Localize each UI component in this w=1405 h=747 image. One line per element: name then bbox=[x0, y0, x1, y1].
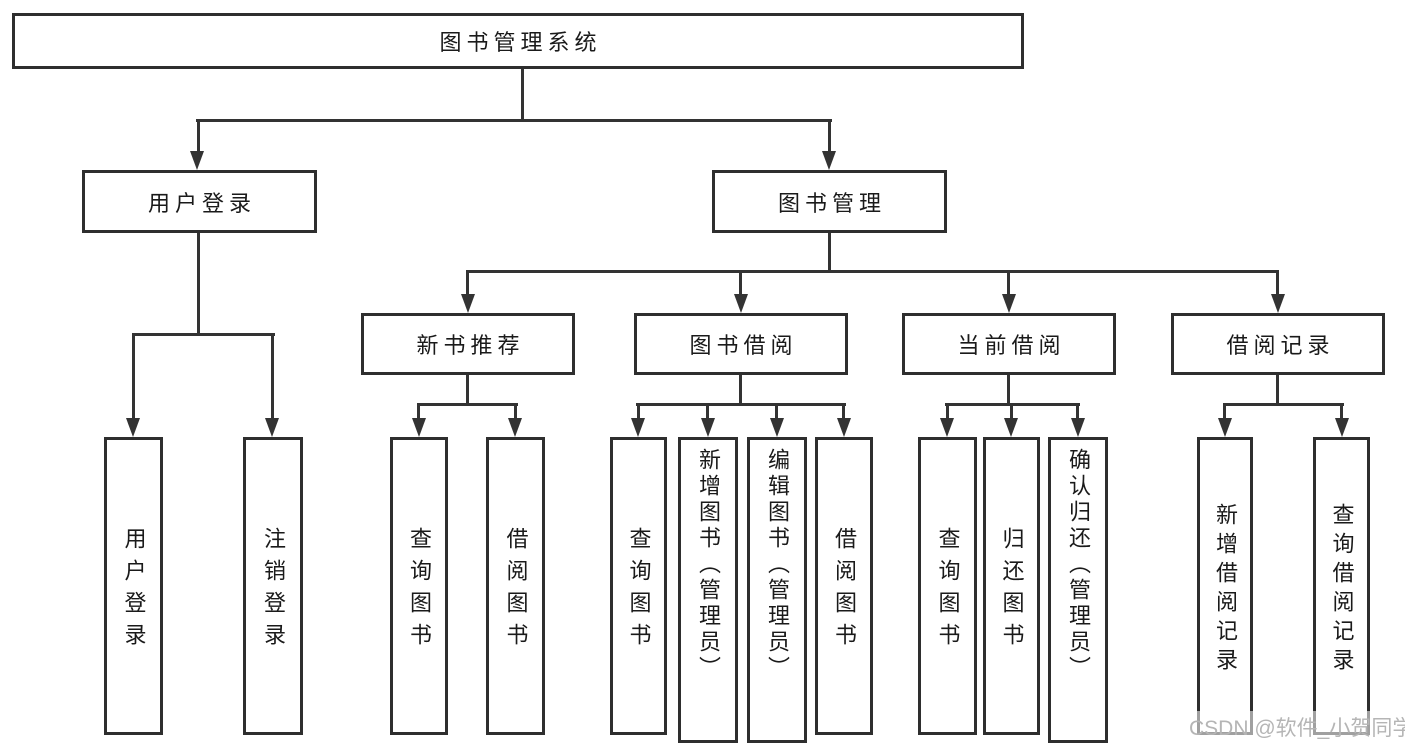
leaf-borrow-books-recommend: 借阅图书 bbox=[486, 437, 545, 735]
connector-borrow-records-stem bbox=[1276, 375, 1279, 406]
connector-drop-leaf-user-login bbox=[132, 333, 135, 419]
arrowhead-book-borrow bbox=[734, 294, 748, 313]
leaf-user-login-label: 用户登录 bbox=[121, 527, 147, 655]
leaf-return-books: 归还图书 bbox=[983, 437, 1040, 735]
node-borrowing-records: 借阅记录 bbox=[1171, 313, 1385, 375]
arrowhead-leaf-logout bbox=[265, 418, 279, 437]
node-book-management: 图书管理 bbox=[712, 170, 947, 233]
leaf-query-borrow-record: 查询借阅记录 bbox=[1313, 437, 1370, 735]
leaf-query-books-recommend: 查询图书 bbox=[390, 437, 448, 735]
csdn-watermark: CSDN @软件_小贺同学 bbox=[1185, 711, 1405, 743]
arrowhead-user-login bbox=[190, 151, 204, 170]
connector-root-stem bbox=[521, 66, 524, 122]
connector-level3-rail bbox=[466, 270, 1279, 273]
connector-user-login-stem bbox=[197, 233, 200, 336]
connector-current-borrow-stem bbox=[1007, 375, 1010, 406]
leaf-query-books-borrowing-label: 查询图书 bbox=[626, 527, 652, 655]
node-user-login: 用户登录 bbox=[82, 170, 317, 233]
leaf-query-borrow-record-label: 查询借阅记录 bbox=[1329, 502, 1355, 677]
leaf-add-books-admin-label: 新增图书（管理员） bbox=[696, 448, 721, 682]
connector-drop-borrow-books-b bbox=[514, 403, 517, 420]
leaf-query-books-borrowing: 查询图书 bbox=[610, 437, 667, 735]
connector-drop-return-books bbox=[1010, 403, 1013, 420]
connector-drop-query-books-d bbox=[946, 403, 949, 420]
arrowhead-new-book bbox=[461, 294, 475, 313]
leaf-add-borrow-record: 新增借阅记录 bbox=[1197, 437, 1253, 735]
connector-user-login-rail bbox=[132, 333, 275, 336]
leaf-return-books-label: 归还图书 bbox=[999, 527, 1025, 655]
arrowhead-query-books-c bbox=[631, 418, 645, 437]
arrowhead-current-borrow bbox=[1002, 294, 1016, 313]
connector-drop-add-record bbox=[1223, 403, 1226, 420]
arrowhead-query-record bbox=[1335, 418, 1349, 437]
arrowhead-borrow-books-b bbox=[508, 418, 522, 437]
leaf-confirm-return-admin: 确认归还（管理员） bbox=[1048, 437, 1108, 743]
connector-drop-query-books-c bbox=[637, 403, 640, 420]
connector-borrow-records-rail bbox=[1223, 403, 1344, 406]
leaf-edit-books-admin: 编辑图书（管理员） bbox=[747, 437, 807, 743]
connector-level2-rail bbox=[196, 119, 832, 122]
node-book-borrowing: 图书借阅 bbox=[634, 313, 848, 375]
connector-book-borrow-rail bbox=[636, 403, 846, 406]
connector-drop-user-login bbox=[197, 119, 200, 153]
leaf-add-books-admin: 新增图书（管理员） bbox=[678, 437, 738, 743]
connector-drop-book-management bbox=[828, 119, 831, 153]
connector-drop-query-books-b bbox=[417, 403, 420, 420]
arrowhead-add-books bbox=[701, 418, 715, 437]
leaf-borrow-books-borrowing-label: 借阅图书 bbox=[832, 527, 857, 655]
arrowhead-confirm-return bbox=[1071, 418, 1085, 437]
leaf-edit-books-admin-label: 编辑图书（管理员） bbox=[765, 448, 790, 682]
leaf-borrow-books-borrowing: 借阅图书 bbox=[815, 437, 873, 735]
arrowhead-borrow-records bbox=[1271, 294, 1285, 313]
arrowhead-leaf-user-login bbox=[126, 418, 140, 437]
connector-new-book-stem bbox=[466, 375, 469, 406]
arrowhead-book-management bbox=[822, 151, 836, 170]
connector-book-borrow-stem bbox=[739, 375, 742, 406]
connector-drop-query-record bbox=[1340, 403, 1343, 420]
connector-drop-borrow-records bbox=[1276, 270, 1279, 296]
leaf-logout-login: 注销登录 bbox=[243, 437, 303, 735]
arrowhead-add-record bbox=[1218, 418, 1232, 437]
leaf-query-books-recommend-label: 查询图书 bbox=[407, 527, 432, 655]
leaf-confirm-return-admin-label: 确认归还（管理员） bbox=[1066, 448, 1091, 682]
leaf-query-books-current-label: 查询图书 bbox=[935, 527, 961, 655]
connector-drop-add-books bbox=[706, 403, 709, 420]
leaf-user-login: 用户登录 bbox=[104, 437, 163, 735]
leaf-query-books-current: 查询图书 bbox=[918, 437, 977, 735]
arrowhead-return-books bbox=[1004, 418, 1018, 437]
connector-drop-current-borrow bbox=[1007, 270, 1010, 296]
arrowhead-query-books-b bbox=[412, 418, 426, 437]
connector-drop-borrow-books-c bbox=[842, 403, 845, 420]
connector-drop-leaf-logout bbox=[271, 333, 274, 419]
connector-drop-book-borrow bbox=[739, 270, 742, 296]
leaf-logout-login-label: 注销登录 bbox=[261, 527, 286, 655]
connector-drop-new-book bbox=[466, 270, 469, 296]
connector-drop-edit-books bbox=[775, 403, 778, 420]
arrowhead-query-books-d bbox=[940, 418, 954, 437]
arrowhead-edit-books bbox=[770, 418, 784, 437]
leaf-add-borrow-record-label: 新增借阅记录 bbox=[1213, 502, 1238, 677]
leaf-borrow-books-recommend-label: 借阅图书 bbox=[503, 527, 529, 655]
connector-book-management-stem bbox=[828, 233, 831, 273]
node-current-borrowing: 当前借阅 bbox=[902, 313, 1116, 375]
arrowhead-borrow-books-c bbox=[837, 418, 851, 437]
node-library-system: 图书管理系统 bbox=[12, 13, 1024, 69]
node-new-book-recommendation: 新书推荐 bbox=[361, 313, 575, 375]
connector-drop-confirm-return bbox=[1076, 403, 1079, 420]
connector-new-book-rail bbox=[417, 403, 518, 406]
